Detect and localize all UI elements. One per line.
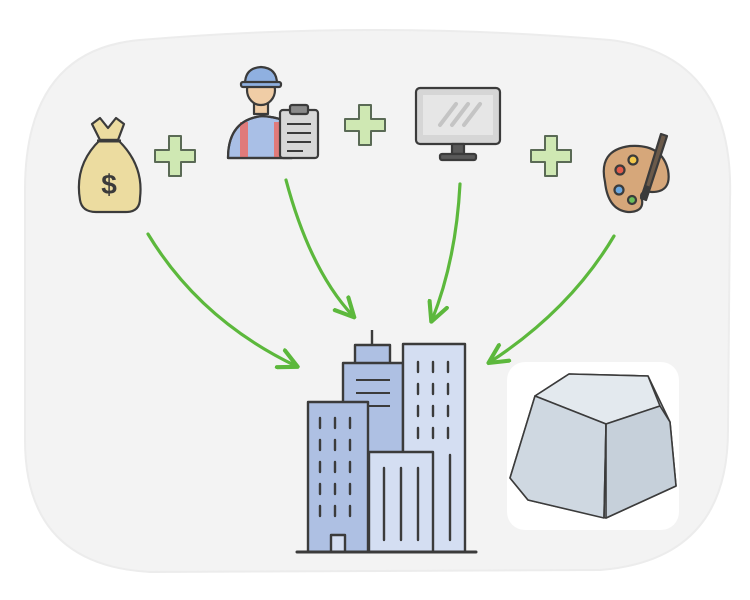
dollar-sign: $ xyxy=(101,169,117,200)
arrow-money-to-buildings xyxy=(146,232,296,366)
arrow-palette-to-buildings xyxy=(490,234,616,362)
arrows-group xyxy=(146,178,616,366)
money-bag-icon: $ xyxy=(77,116,142,214)
office-buildings-icon xyxy=(295,330,478,554)
plus-icon xyxy=(530,135,572,177)
keycap-icon xyxy=(509,373,677,519)
keycap-panel xyxy=(507,362,679,530)
computer-monitor-icon xyxy=(414,86,502,162)
worker-icon xyxy=(226,65,320,160)
plus-icon xyxy=(154,135,196,177)
arrow-computer-to-buildings xyxy=(432,182,462,320)
plus-icon xyxy=(344,104,386,146)
paint-palette-icon xyxy=(602,132,670,214)
arrow-worker-to-buildings xyxy=(284,178,353,316)
